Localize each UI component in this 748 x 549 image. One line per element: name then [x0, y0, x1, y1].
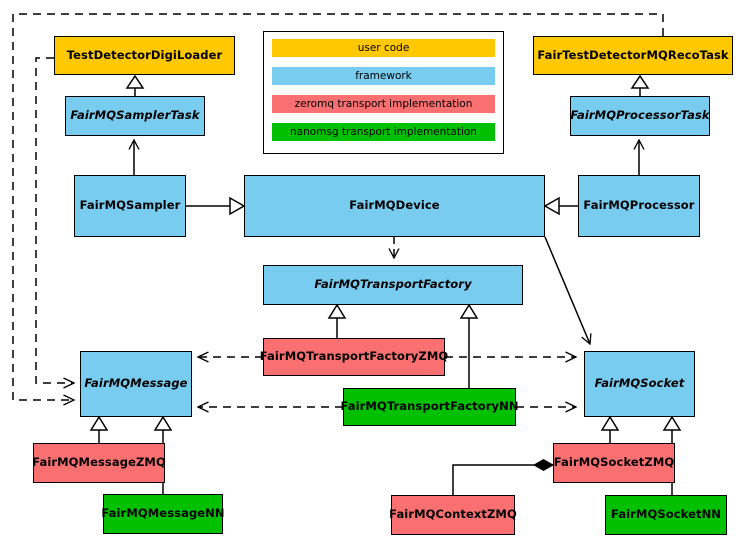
class-label-fairmqsamplertask: FairMQSamplerTask	[70, 108, 200, 123]
class-label-fairmqsocketzmq: FairMQSocketZMQ	[553, 455, 675, 470]
legend-item-user-code: user code	[272, 39, 495, 57]
class-label-testdetectordigiloader: TestDetectorDigiLoader	[66, 47, 223, 62]
class-box-fairmqtransportfactorynn[interactable]: FairMQTransportFactoryNN	[340, 388, 519, 426]
class-box-fairmqmessagezmq[interactable]: FairMQMessageZMQ	[32, 443, 166, 483]
legend-label-user-code: user code	[357, 42, 410, 54]
arrowhead-messagenn-message	[153, 415, 173, 431]
edge-recotask-to-message	[12, 13, 664, 400]
class-box-fairtestdetectormqrecotask[interactable]: FairTestDetectorMQRecoTask	[533, 36, 733, 75]
class-label-fairmqsocket: FairMQSocket	[594, 376, 685, 391]
class-box-fairmqsocketnn[interactable]: FairMQSocketNN	[605, 495, 727, 535]
class-label-fairmqmessagenn: FairMQMessageNN	[101, 506, 225, 521]
arrowhead-processortask-recotask	[630, 74, 650, 89]
legend-item-zeromq: zeromq transport implementation	[272, 95, 495, 113]
arrowhead-socketnn-socket	[662, 415, 682, 431]
arrowhead-socketzmq-socket	[600, 415, 620, 431]
class-box-fairmqdevice[interactable]: FairMQDevice	[244, 175, 545, 237]
class-box-fairmqsamplertask[interactable]: FairMQSamplerTask	[65, 96, 205, 136]
class-label-fairmqmessagezmq: FairMQMessageZMQ	[32, 455, 166, 470]
class-box-fairmqmessagenn[interactable]: FairMQMessageNN	[101, 494, 225, 534]
class-label-fairmqprocessortask: FairMQProcessorTask	[570, 108, 710, 123]
class-label-fairmqcontextzmq: FairMQContextZMQ	[389, 507, 517, 522]
legend-item-framework: framework	[272, 67, 495, 85]
legend-label-nanomsg: nanomsg transport implementation	[290, 126, 477, 138]
legend-label-zeromq: zeromq transport implementation	[294, 98, 473, 110]
edge-contextzmq-to-socketzmq	[452, 465, 553, 495]
class-box-testdetectordigiloader[interactable]: TestDetectorDigiLoader	[54, 36, 235, 75]
class-box-fairmqprocessortask[interactable]: FairMQProcessorTask	[570, 96, 710, 136]
class-label-fairmqmessage: FairMQMessage	[84, 376, 188, 391]
arrowhead-tfnn-tf	[459, 303, 479, 319]
class-box-fairmqtransportfactoryzmq[interactable]: FairMQTransportFactoryZMQ	[260, 338, 448, 376]
legend: user code framework zeromq transport imp…	[263, 31, 504, 154]
legend-item-nanomsg: nanomsg transport implementation	[272, 123, 495, 141]
class-label-fairmqtransportfactory: FairMQTransportFactory	[314, 277, 472, 292]
class-box-fairmqtransportfactory[interactable]: FairMQTransportFactory	[263, 265, 523, 305]
class-label-fairmqsampler: FairMQSampler	[79, 198, 181, 213]
class-box-fairmqcontextzmq[interactable]: FairMQContextZMQ	[389, 495, 517, 535]
class-label-fairmqdevice: FairMQDevice	[349, 198, 440, 213]
class-label-fairmqprocessor: FairMQProcessor	[583, 198, 695, 213]
class-label-fairmqtransportfactoryzmq: FairMQTransportFactoryZMQ	[259, 349, 449, 364]
class-box-fairmqsocketzmq[interactable]: FairMQSocketZMQ	[553, 443, 675, 483]
class-box-fairmqsocket[interactable]: FairMQSocket	[584, 351, 695, 417]
arrowhead-sampler-device	[229, 196, 246, 216]
arrowhead-processor-device	[543, 196, 560, 216]
arrowhead-tfzmq-tf	[327, 303, 347, 319]
arrowhead-samplertask-digiloader	[125, 74, 145, 89]
class-label-fairmqsocketnn: FairMQSocketNN	[610, 507, 722, 522]
class-label-fairtestdetectormqrecotask: FairTestDetectorMQRecoTask	[537, 47, 729, 62]
class-label-fairmqtransportfactorynn: FairMQTransportFactoryNN	[340, 399, 519, 414]
legend-label-framework: framework	[355, 70, 412, 82]
arrowhead-messagezmq-message	[89, 415, 109, 431]
class-box-fairmqprocessor[interactable]: FairMQProcessor	[578, 175, 700, 237]
class-box-fairmqmessage[interactable]: FairMQMessage	[80, 351, 192, 417]
edge-device-to-socket	[544, 236, 590, 344]
class-box-fairmqsampler[interactable]: FairMQSampler	[74, 175, 186, 237]
